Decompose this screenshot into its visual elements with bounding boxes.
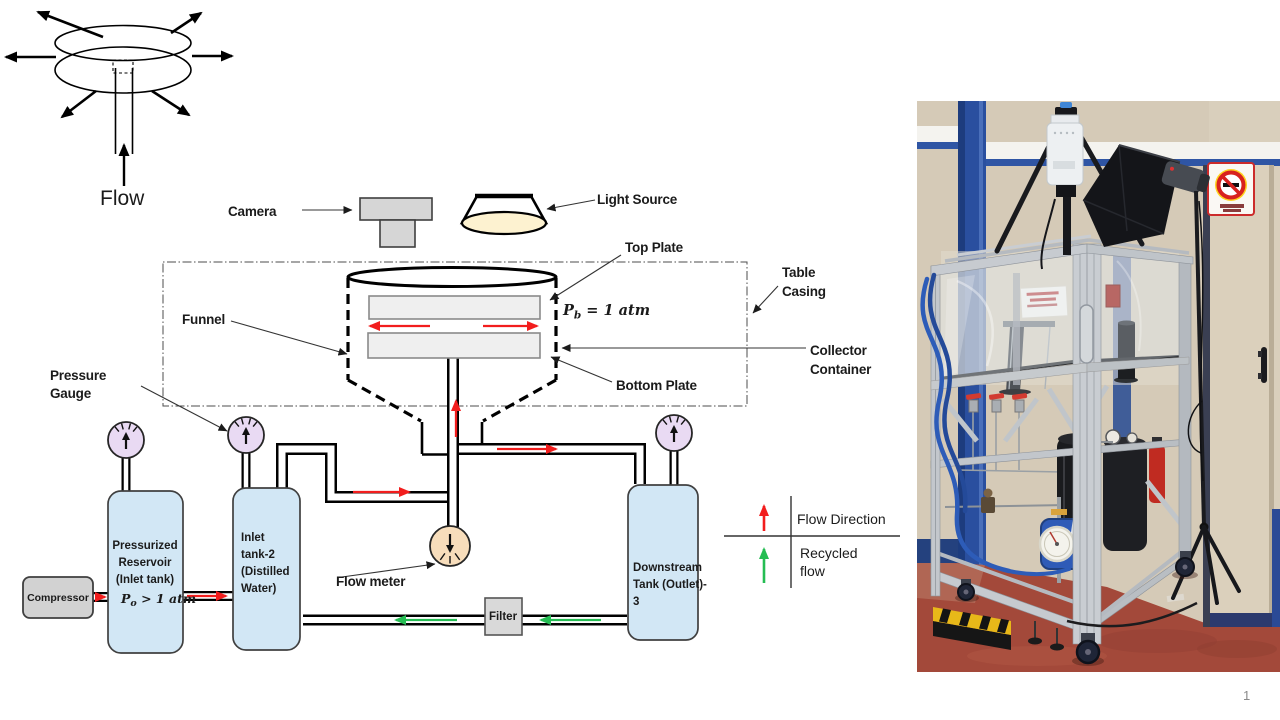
radial-flow-inset: Flow: [4, 10, 234, 210]
svg-text:Reservoir: Reservoir: [118, 557, 172, 569]
svg-text:3: 3: [633, 596, 639, 608]
collector-label-1: Collector: [810, 343, 868, 358]
lower-disk: [54, 46, 192, 94]
flow-label: Flow: [100, 187, 145, 210]
svg-text:Inlet: Inlet: [241, 532, 265, 544]
funnel-label: Funnel: [182, 312, 225, 327]
pressure-gauge-1-icon: [108, 422, 144, 458]
floor-cable: [1066, 601, 1198, 628]
svg-text:(Distilled: (Distilled: [241, 566, 290, 578]
pressure-regulator: [981, 488, 995, 513]
camera-label: Camera: [228, 204, 277, 219]
aluminum-frame: [930, 234, 1194, 651]
blue-hose: [920, 272, 1071, 577]
enclosure-interior: [939, 251, 1179, 395]
collector-label-2: Container: [810, 362, 872, 377]
experiment-schematic: Flow: [4, 10, 900, 654]
svg-text:Downstream: Downstream: [633, 562, 702, 574]
white-camera: [1040, 114, 1084, 270]
svg-text:(Inlet tank): (Inlet tank): [116, 574, 174, 586]
no-smoking-sign: [1207, 162, 1255, 216]
flow-meter-label: Flow meter: [336, 574, 406, 589]
rig-photo: [917, 101, 1280, 672]
filter-label: Filter: [489, 611, 518, 623]
flow-legend: Flow Direction Recycled flow: [724, 496, 900, 588]
tank3-text: Downstream Tank (Outlet)- 3: [633, 562, 707, 608]
top-plate-label: Top Plate: [625, 240, 684, 255]
softbox-light: [1082, 144, 1210, 247]
cable-ramp: [933, 607, 1011, 650]
legend-recycled-label-2: flow: [800, 563, 826, 579]
tank1-text: Pressurized Reservoir (Inlet tank) Po > …: [112, 540, 196, 609]
pressure-gauge-3-icon: [656, 415, 692, 451]
casters: [955, 551, 1198, 666]
pressure-gauge-2-icon: [228, 417, 264, 453]
pressure-gauge-label-2: Gauge: [50, 386, 92, 401]
light-source-label: Light Source: [597, 192, 678, 207]
light-stand: [1171, 190, 1241, 605]
interior-sign: [1019, 285, 1069, 319]
pressurized-reservoir-tank: [107, 490, 184, 654]
compressor-label: Compressor: [27, 592, 89, 604]
strobe-head: [1161, 161, 1210, 194]
wall-stripe-left: [917, 142, 958, 149]
bottom-plate: [367, 332, 541, 359]
radial-arrows: [4, 10, 234, 119]
svg-text:Water): Water): [241, 583, 277, 595]
top-plate: [368, 295, 541, 320]
compressor-box: [22, 576, 94, 619]
flow-meter-icon: [429, 525, 471, 567]
wall-band-left: [917, 126, 958, 142]
upper-disk: [54, 24, 192, 62]
page-number: 1: [1243, 688, 1251, 703]
door: [1203, 165, 1280, 627]
funnel-throat: [420, 422, 484, 456]
camera-icon: [359, 197, 433, 248]
tank2-text: Inlet tank-2 (Distilled Water): [241, 532, 290, 595]
svg-text:Tank (Outlet)-: Tank (Outlet)-: [633, 579, 707, 591]
enclosure-handle: [1079, 304, 1094, 364]
tank-gauge-icon: [1105, 429, 1121, 445]
camera-cable: [1040, 198, 1056, 270]
legend-flow-direction-label: Flow Direction: [797, 511, 886, 527]
tank-gauge-icon: [1126, 432, 1138, 444]
po-equation: Po > 1 atm: [120, 591, 196, 609]
downstream-tank: [627, 484, 699, 641]
pressure-gauge-label-1: Pressure: [50, 368, 107, 383]
light-source-icon: [459, 193, 549, 236]
table-casing-label-2: Casing: [782, 284, 826, 299]
flow-direction-arrows: [95, 321, 558, 602]
acrylic-panels: [939, 253, 1179, 381]
plumbing-and-valves: [944, 393, 1068, 513]
inlet-tank-2: [232, 487, 301, 651]
svg-text:Pressurized: Pressurized: [112, 540, 177, 552]
fire-alarm-box: [1105, 284, 1121, 308]
bottom-plate-label: Bottom Plate: [616, 378, 698, 393]
svg-text:tank-2: tank-2: [241, 549, 275, 561]
filter-box: [484, 597, 523, 636]
pb-equation: Pb = 1 atm: [562, 302, 650, 322]
leader-lines: [140, 199, 806, 578]
legend-recycled-label-1: Recycled: [800, 545, 858, 561]
door-handle: [1261, 347, 1267, 383]
table-casing-label-1: Table: [782, 265, 816, 280]
tripod-knob: [1060, 102, 1072, 108]
